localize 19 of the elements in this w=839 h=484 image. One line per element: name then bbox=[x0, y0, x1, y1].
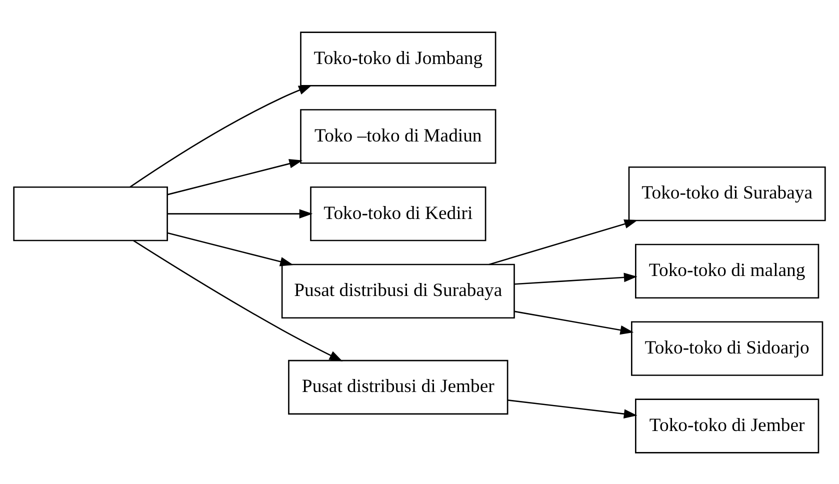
arrow bbox=[168, 158, 303, 195]
arrow bbox=[508, 398, 638, 418]
arrow bbox=[488, 218, 638, 265]
node-box: Toko-toko di Jember bbox=[635, 398, 820, 453]
arrow bbox=[168, 232, 294, 266]
node-box: Toko-toko di Surabaya bbox=[628, 166, 826, 221]
arrow bbox=[514, 272, 638, 284]
node-box: Toko –toko di Madiun bbox=[300, 108, 496, 164]
node-box: Toko-toko di Sidoarjo bbox=[631, 320, 824, 376]
arrow bbox=[130, 84, 312, 187]
arrow bbox=[168, 208, 313, 218]
node-box: Toko-toko di malang bbox=[635, 243, 820, 298]
arrow bbox=[133, 240, 343, 361]
node-box: Toko-toko di Jombang bbox=[300, 31, 496, 86]
node-box: Toko-toko di Kediri bbox=[310, 186, 486, 241]
node-box: Pusat distribusi di Surabaya bbox=[281, 263, 515, 318]
arrow bbox=[514, 310, 634, 334]
node-box: Pusat distribusi di Jember bbox=[288, 359, 508, 414]
node-box bbox=[13, 186, 168, 241]
